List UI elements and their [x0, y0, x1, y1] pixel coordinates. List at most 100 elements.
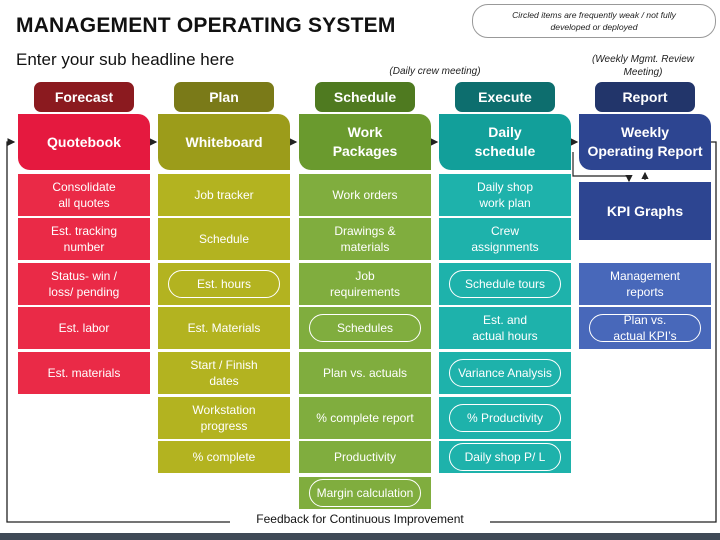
tool-label-line: Whiteboard	[185, 133, 263, 150]
item-text-line: Plan vs.	[623, 313, 667, 327]
item-text-line: all quotes	[58, 196, 110, 210]
schedule-note: (Daily crew meeting)	[389, 66, 481, 77]
item-text-line: dates	[209, 374, 239, 388]
phase-plan: Plan	[174, 82, 274, 112]
item-text: Work orders	[332, 187, 397, 203]
tool-forecast: Quotebook	[18, 114, 150, 170]
item-text-line: Drawings &	[334, 224, 396, 238]
item-text-line: Productivity	[333, 450, 397, 464]
item-text-line: Schedule tours	[464, 277, 546, 291]
circled-marker: Margin calculation	[309, 479, 421, 507]
item-text-line: assignments	[471, 240, 539, 254]
report-note: (Weekly Mgmt. Review Meeting)	[591, 54, 695, 78]
tool-label-line: Work	[347, 124, 383, 140]
item-text-line: loss/ pending	[48, 285, 120, 299]
item-text-line: Est. hours	[196, 277, 252, 291]
execute-item: Schedule tours	[439, 263, 571, 305]
item-text-line: % Productivity	[466, 411, 544, 425]
footer-bar	[0, 533, 720, 540]
execute-item: Variance Analysis	[439, 352, 571, 394]
circled-marker: Variance Analysis	[449, 359, 561, 387]
item-text: Margin calculation	[317, 485, 414, 501]
schedule-item: Margin calculation	[299, 477, 431, 509]
plan-item: % complete	[158, 441, 290, 473]
item-text-line: Margin calculation	[316, 486, 414, 500]
item-text: Schedule	[199, 231, 249, 247]
item-text: Job tracker	[194, 187, 253, 203]
report-item: Plan vs. actual KPI’s	[579, 307, 711, 349]
item-text-line: Schedule	[198, 232, 250, 246]
item-text-line: Start / Finish	[190, 358, 258, 372]
page-subtitle: Enter your sub headline here	[16, 50, 235, 69]
item-text-line: Est. tracking	[50, 224, 118, 238]
circled-marker: Schedules	[309, 314, 421, 342]
plan-item: Schedule	[158, 218, 290, 260]
schedule-item: Plan vs. actuals	[299, 352, 431, 394]
tool-label-line: Daily	[488, 124, 522, 140]
item-text: % complete	[193, 449, 256, 465]
item-text-line: % complete report	[316, 411, 414, 425]
plan-item: Job tracker	[158, 174, 290, 216]
item-text-line: Work orders	[332, 188, 398, 202]
execute-item: Daily shop P/ L	[439, 441, 571, 473]
item-text: Productivity	[334, 449, 396, 465]
schedule-item: % complete report	[299, 397, 431, 439]
item-text-line: Est. labor	[58, 321, 110, 335]
tool-plan: Whiteboard	[158, 114, 290, 170]
tool-label-line: Quotebook	[47, 133, 121, 150]
item-text: Management reports	[610, 268, 680, 300]
schedule-item: Productivity	[299, 441, 431, 473]
arrow-execute-kpi	[572, 152, 633, 183]
phase-execute: Execute	[455, 82, 555, 112]
tool-label-line: Operating Report	[587, 143, 703, 159]
forecast-item: Status- win / loss/ pending	[18, 263, 150, 305]
report-item: Management reports	[579, 263, 711, 305]
circled-marker: Est. hours	[168, 270, 280, 298]
item-text: % Productivity	[467, 410, 543, 426]
item-text-line: Est. and	[482, 313, 528, 327]
item-text-line: Daily shop P/ L	[464, 450, 546, 464]
forecast-item: Est. labor	[18, 307, 150, 349]
legend-note-text: Circled items are frequently weak / not …	[512, 10, 676, 32]
item-text-line: Management	[609, 269, 681, 283]
item-text-line: Variance Analysis	[458, 366, 552, 380]
item-text: Plan vs. actual KPI’s	[613, 312, 676, 344]
item-text-line: reports	[626, 285, 664, 299]
item-text-line: materials	[340, 240, 390, 254]
item-text-line: Schedules	[336, 321, 394, 335]
item-text: Est. and actual hours	[472, 312, 537, 344]
item-text: Est. Materials	[188, 320, 261, 336]
tool-kpi-graphs: KPI Graphs	[579, 182, 711, 240]
feedback-label: Feedback for Continuous Improvement	[230, 512, 490, 526]
tool-label-line: Weekly	[621, 124, 669, 140]
phase-schedule: Schedule	[315, 82, 415, 112]
item-text: Schedule tours	[465, 276, 545, 292]
circled-marker: Daily shop P/ L	[449, 443, 561, 471]
item-text-line: Job tracker	[194, 188, 254, 202]
item-text: Plan vs. actuals	[323, 365, 407, 381]
circled-marker: Schedule tours	[449, 270, 561, 298]
item-text-line: actual hours	[472, 329, 538, 343]
legend-note: Circled items are frequently weak / not …	[472, 4, 716, 38]
item-text-line: actual KPI’s	[613, 329, 677, 343]
item-text: Drawings & materials	[334, 223, 395, 255]
phase-report: Report	[595, 82, 695, 112]
phase-forecast: Forecast	[34, 82, 134, 112]
circled-marker: % Productivity	[449, 404, 561, 432]
item-text-line: number	[63, 240, 105, 254]
item-text-line: Est. Materials	[187, 321, 261, 335]
item-text: Est. tracking number	[51, 223, 117, 255]
item-text-line: Job	[355, 269, 375, 283]
item-text: Daily shop P/ L	[465, 449, 546, 465]
item-text-line: Status- win /	[50, 269, 118, 283]
